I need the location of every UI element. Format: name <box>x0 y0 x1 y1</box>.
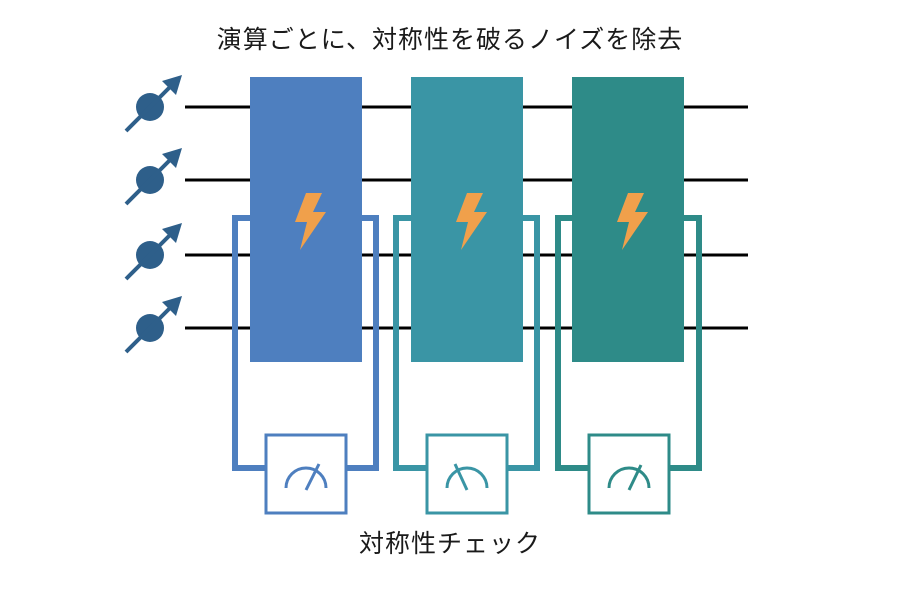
meter-icon <box>425 433 509 515</box>
meter-icon <box>587 433 671 515</box>
lightning-icon <box>617 193 648 250</box>
symmetry-check-caption: 対称性チェック <box>358 529 541 558</box>
stage-2 <box>393 77 540 515</box>
spin-arrow-icon <box>124 75 182 133</box>
stage-3 <box>555 77 702 515</box>
spin-arrow-icon <box>124 296 182 354</box>
diagram-title: 演算ごとに、対称性を破るノイズを除去 <box>216 25 684 54</box>
spin-arrow-icon <box>124 223 182 281</box>
lightning-icon <box>295 193 326 250</box>
spin-arrow-icon <box>124 148 182 206</box>
stage-1 <box>232 77 379 515</box>
meter-icon <box>264 433 348 515</box>
lightning-icon <box>456 193 487 250</box>
qubit-icons <box>124 75 182 354</box>
